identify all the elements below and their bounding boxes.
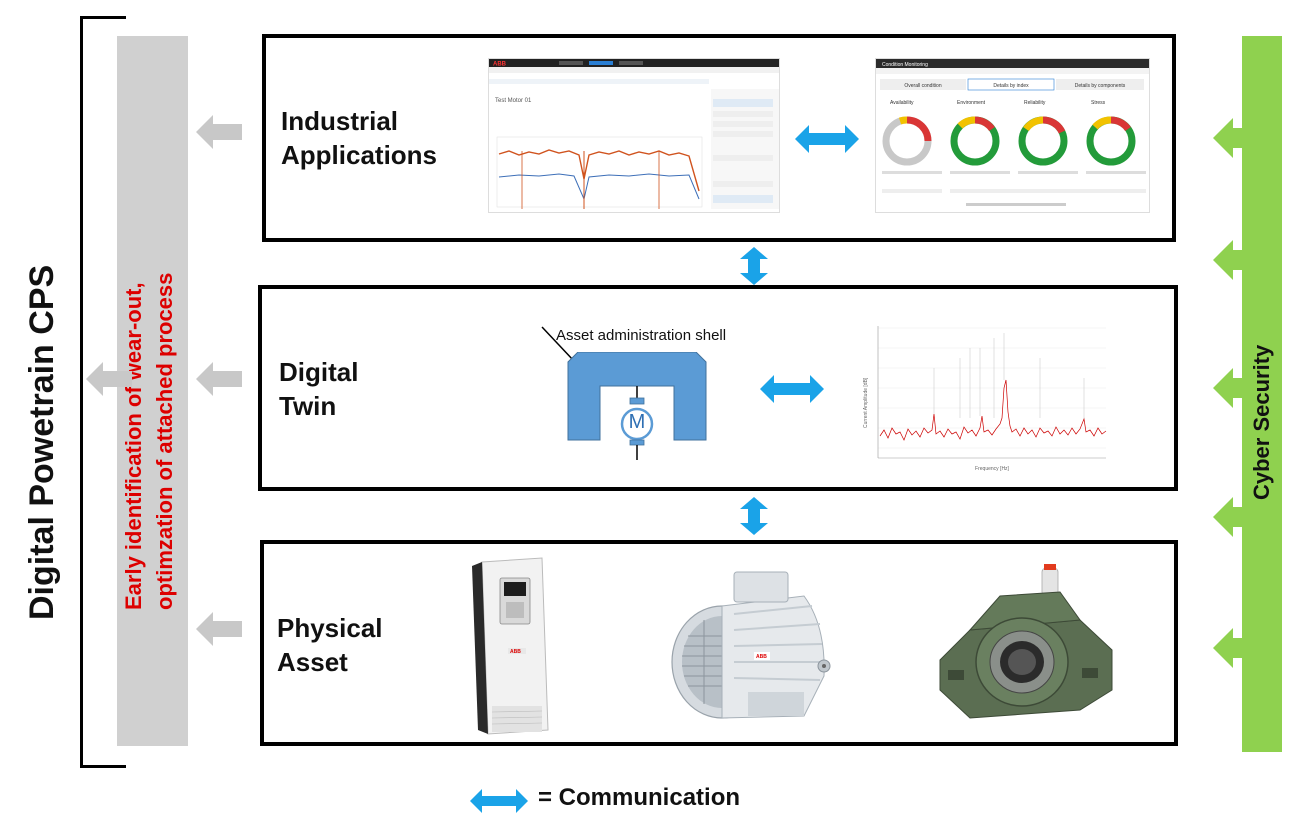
cyber-security-banner (1242, 36, 1282, 752)
legend-communication-arrow-icon (470, 789, 528, 813)
benefit-text-line2: optimzation of attached process (152, 272, 177, 610)
frequency-drive-image: ABB (472, 557, 549, 735)
cm-index-stress: Stress (1091, 100, 1106, 106)
layer-label-physical: Physical Asset (277, 613, 383, 677)
security-arrow-icon (1213, 368, 1245, 408)
security-arrow-icon (1213, 240, 1245, 280)
asset-name: Test Motor 01 (495, 98, 532, 104)
availability-donut (882, 116, 932, 166)
motor-symbol: M (628, 411, 646, 433)
shell-pointer-line (541, 326, 575, 362)
communication-arrow-icon (740, 247, 768, 285)
outward-arrow-icon (196, 115, 242, 149)
cm-header: Condition Monitoring (882, 62, 928, 68)
security-arrow-icon (1213, 497, 1245, 537)
environment-donut (950, 116, 1000, 166)
asset-shell-diagram (567, 352, 707, 460)
cm-tab-index: Details by index (993, 83, 1029, 89)
cm-index-availability: Availability (890, 100, 914, 106)
svg-text:ABB: ABB (756, 654, 767, 660)
asset-shell-label: Asset administration shell (556, 327, 727, 344)
outward-arrow-icon (196, 362, 242, 396)
cm-index-environment: Environment (957, 100, 986, 106)
legend-label: = Communication (538, 784, 741, 811)
current-spectrum-plot: Frequency [Hz] Current Amplitude [dB] (860, 318, 1114, 474)
spectrum-xlabel: Frequency [Hz] (975, 466, 1010, 472)
benefit-text-line1: Early identification of wear-out, (121, 282, 146, 610)
security-arrow-icon (1213, 118, 1245, 158)
cm-index-reliability: Reliability (1024, 100, 1046, 106)
electric-motor-image: ABB (671, 571, 831, 719)
layer-label-industrial: Industrial Applications (281, 106, 438, 170)
reliability-donut (1018, 116, 1068, 166)
condition-monitoring-screenshot: Condition Monitoring Overall condition D… (875, 58, 1150, 213)
communication-arrow-icon (740, 497, 768, 535)
spectrum-ylabel: Current Amplitude [dB] (863, 377, 869, 428)
communication-arrow-icon (760, 375, 824, 403)
communication-arrow-icon (795, 125, 859, 153)
cyber-security-label: Cyber Security (1249, 344, 1274, 500)
svg-text:ABB: ABB (510, 649, 521, 655)
system-bracket (80, 16, 126, 768)
outward-arrow-icon (86, 362, 132, 396)
diagram-title: Digital Powetrain CPS (23, 264, 61, 620)
outward-arrow-icon (196, 612, 242, 646)
stress-donut (1086, 116, 1136, 166)
security-arrow-icon (1213, 628, 1245, 668)
cm-tab-components: Details by components (1075, 83, 1126, 89)
bearing-unit-image (939, 564, 1113, 719)
vibration-dashboard-screenshot: ABB Test Motor 01 (488, 58, 780, 213)
abb-logo: ABB (493, 62, 507, 68)
layer-label-twin: Digital Twin (279, 357, 359, 421)
benefit-banner (117, 36, 188, 746)
cm-tab-overall: Overall condition (904, 83, 941, 89)
